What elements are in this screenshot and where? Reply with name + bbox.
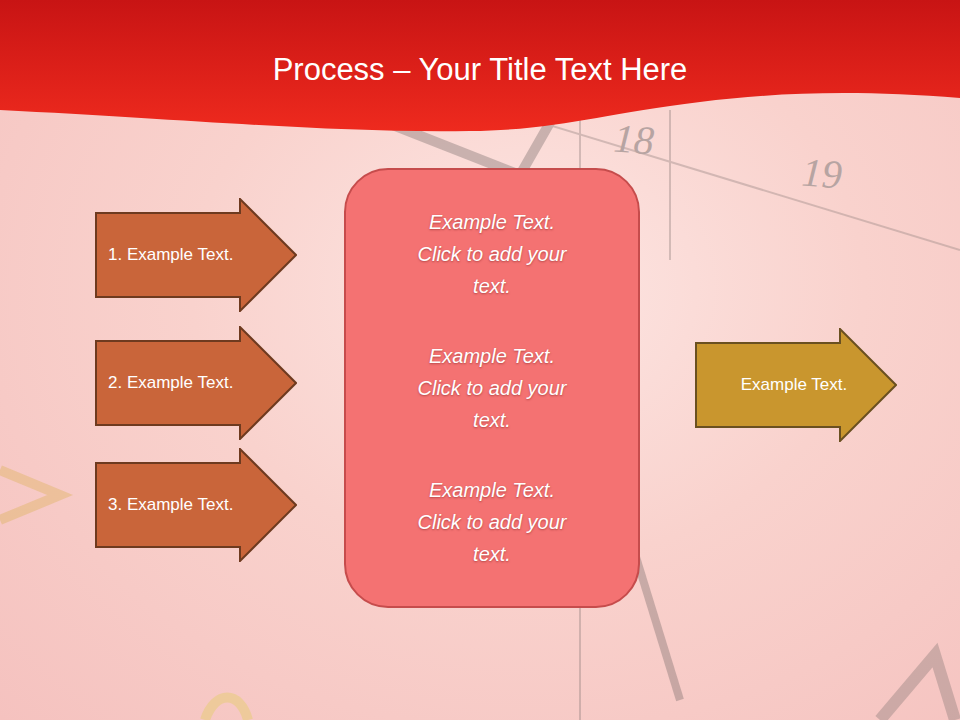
arrow-label: 1. Example Text. — [108, 245, 233, 265]
content-box: Example Text. Click to add your text. Exa… — [344, 168, 640, 608]
process-arrow: 3. Example Text. — [95, 448, 297, 562]
body-text: Example Text. Click to add your text. — [412, 474, 572, 570]
body-text: Example Text. Click to add your text. — [412, 340, 572, 436]
arrow-label: 2. Example Text. — [108, 373, 233, 393]
arrow-label: 3. Example Text. — [108, 495, 233, 515]
slide-title: Process – Your Title Text Here — [0, 52, 960, 88]
arrow-label: Example Text. — [741, 375, 847, 395]
clock-number: 18 — [612, 115, 655, 165]
body-text: Example Text. Click to add your text. — [412, 206, 572, 302]
process-arrow: Example Text. — [695, 328, 897, 442]
process-arrow: 2. Example Text. — [95, 326, 297, 440]
process-arrow: 1. Example Text. — [95, 198, 297, 312]
clock-number: 19 — [800, 149, 843, 199]
